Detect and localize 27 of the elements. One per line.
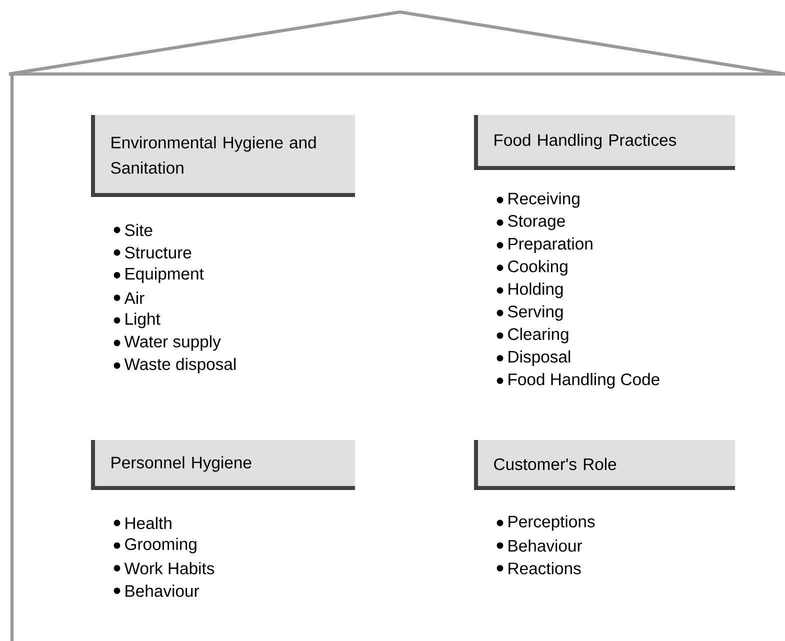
list-item: Light (114, 312, 160, 328)
list-item: Equipment (114, 267, 204, 283)
heading-box: Environmental Hygiene and Sanitation (91, 115, 355, 197)
list-item: Cooking (496, 260, 568, 276)
list-item: Disposal (496, 350, 570, 366)
list-item: Site (114, 224, 152, 236)
list-item: Health (114, 516, 172, 530)
list-item: Clearing (496, 328, 568, 344)
heading-box: Customer's Role (474, 440, 735, 490)
list-item: Waste disposal (114, 358, 236, 374)
list-item: Structure (114, 246, 192, 258)
list-item: Holding (496, 282, 563, 298)
list-item: Food Handling Code (496, 373, 660, 389)
list-item: Air (114, 292, 144, 304)
list-item: Perceptions (496, 515, 595, 531)
list-item: Reactions (496, 562, 581, 574)
list-item: Storage (496, 215, 565, 230)
list-item: Water supply (114, 335, 221, 351)
list-item: Serving (496, 305, 563, 321)
list-item: Preparation (496, 237, 592, 253)
list-item: Work Habits (114, 562, 214, 574)
list-item: Behaviour (114, 584, 200, 597)
list-item: Grooming (114, 538, 196, 554)
list-item: Receiving (496, 192, 580, 208)
heading-box: Food Handling Practices (474, 115, 735, 170)
heading-box: Personnel Hygiene (91, 440, 355, 490)
list-item: Behaviour (496, 539, 582, 552)
